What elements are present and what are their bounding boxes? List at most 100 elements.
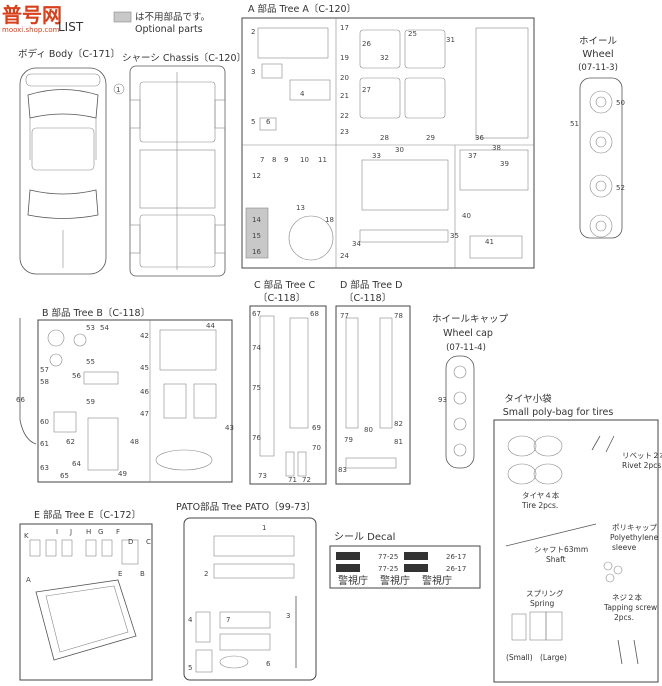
parts-list-title: LIST bbox=[58, 20, 84, 34]
tire-label-jp: タイヤ４本 bbox=[522, 490, 560, 500]
svg-text:E: E bbox=[118, 570, 122, 578]
svg-text:75: 75 bbox=[252, 384, 261, 392]
svg-text:61: 61 bbox=[40, 440, 49, 448]
tree-b-frame bbox=[37, 319, 233, 483]
tree-d-label-2: 〔C-118〕 bbox=[344, 292, 391, 304]
poly-bag-parts bbox=[505, 435, 639, 665]
svg-text:83: 83 bbox=[338, 466, 347, 474]
svg-text:6: 6 bbox=[266, 660, 271, 668]
svg-text:6: 6 bbox=[266, 118, 271, 126]
svg-text:24: 24 bbox=[340, 252, 349, 260]
legend-en: Optional parts bbox=[135, 24, 203, 35]
svg-text:37: 37 bbox=[468, 152, 477, 160]
svg-text:79: 79 bbox=[344, 436, 353, 444]
svg-text:29: 29 bbox=[426, 134, 435, 142]
svg-text:59: 59 bbox=[86, 398, 95, 406]
svg-text:B: B bbox=[140, 570, 145, 578]
svg-text:3: 3 bbox=[251, 68, 255, 76]
svg-text:17: 17 bbox=[340, 24, 349, 32]
svg-text:43: 43 bbox=[225, 424, 234, 432]
wheel-part-50: 50 bbox=[616, 99, 625, 107]
tree-pato-label: PATO部品 Tree PATO〔99-73〕 bbox=[176, 501, 316, 513]
svg-text:41: 41 bbox=[485, 238, 494, 246]
svg-text:K: K bbox=[24, 532, 29, 540]
svg-text:35: 35 bbox=[450, 232, 459, 240]
decal-kanji-1: 警視庁 bbox=[338, 574, 368, 587]
tree-a-label: A 部品 Tree A〔C-120〕 bbox=[248, 3, 356, 15]
screw-label-en-2: 2pcs. bbox=[614, 613, 634, 622]
wheel-cap-label-en: Wheel cap bbox=[443, 328, 493, 339]
svg-text:48: 48 bbox=[130, 438, 139, 446]
wheel-cap-code: (07-11-4) bbox=[446, 343, 486, 353]
tree-b-label: B 部品 Tree B〔C-118〕 bbox=[42, 307, 150, 319]
tree-b-antenna-wire bbox=[19, 318, 37, 445]
tree-d-label-1: D 部品 Tree D bbox=[340, 279, 402, 291]
wheel-cap-runner bbox=[445, 355, 475, 469]
screw-label-en-1: Tapping screw bbox=[603, 603, 657, 612]
wheel-part-51: 51 bbox=[570, 120, 579, 128]
wheel-part-52: 52 bbox=[616, 184, 625, 192]
svg-text:I: I bbox=[56, 528, 58, 536]
decal-plates bbox=[336, 552, 428, 572]
tree-c-frame bbox=[249, 305, 327, 485]
tree-pato-frame bbox=[183, 517, 317, 681]
svg-text:J: J bbox=[69, 528, 72, 536]
tree-a-frame bbox=[241, 17, 535, 269]
tree-e-letters: C D F G H I J K E B A bbox=[24, 528, 151, 584]
svg-text:16: 16 bbox=[252, 248, 261, 256]
tree-c-part-numbers: 67 68 69 70 71 72 73 74 75 76 bbox=[252, 310, 321, 484]
wheel-label-en: Wheel bbox=[582, 49, 613, 60]
svg-text:42: 42 bbox=[140, 332, 149, 340]
svg-text:78: 78 bbox=[394, 312, 403, 320]
svg-text:9: 9 bbox=[284, 156, 288, 164]
rivet-label-jp: リベット２本 bbox=[622, 450, 662, 460]
chassis-callout-circle bbox=[113, 83, 125, 95]
spring-large-label: (Large) bbox=[540, 653, 567, 662]
svg-text:32: 32 bbox=[380, 54, 389, 62]
spring-label-jp: スプリング bbox=[526, 588, 564, 598]
tree-e-parts bbox=[29, 539, 139, 661]
svg-text:34: 34 bbox=[352, 240, 361, 248]
watermark-text: 普号网 bbox=[2, 3, 62, 27]
wheel-cap-label-jp: ホイールキャップ bbox=[432, 314, 509, 325]
tree-pato-part-numbers: 1 2 3 4 5 6 7 bbox=[188, 524, 290, 672]
svg-text:8: 8 bbox=[272, 156, 276, 164]
svg-text:G: G bbox=[98, 528, 103, 536]
svg-text:1: 1 bbox=[262, 524, 266, 532]
svg-text:31: 31 bbox=[446, 36, 455, 44]
svg-text:62: 62 bbox=[66, 438, 75, 446]
svg-text:69: 69 bbox=[312, 424, 321, 432]
svg-text:4: 4 bbox=[300, 90, 305, 98]
svg-text:26: 26 bbox=[362, 40, 371, 48]
svg-text:3: 3 bbox=[286, 612, 290, 620]
decal-plate-2a: 26-17 bbox=[446, 553, 466, 561]
polycap-label-en-2: sleeve bbox=[612, 543, 637, 552]
svg-text:70: 70 bbox=[312, 444, 321, 452]
tree-pato-parts bbox=[195, 535, 297, 673]
svg-text:82: 82 bbox=[394, 420, 403, 428]
decal-plate-2b: 26-17 bbox=[446, 565, 466, 573]
optional-swatch bbox=[113, 11, 132, 23]
wheel-label-jp: ホイール bbox=[579, 36, 618, 47]
svg-text:H: H bbox=[86, 528, 91, 536]
svg-text:18: 18 bbox=[325, 216, 334, 224]
svg-text:19: 19 bbox=[340, 54, 349, 62]
svg-text:4: 4 bbox=[188, 616, 193, 624]
svg-text:C: C bbox=[146, 538, 151, 546]
svg-text:7: 7 bbox=[260, 156, 264, 164]
wheel-cap-part-93: 93 bbox=[438, 396, 447, 404]
svg-text:10: 10 bbox=[300, 156, 309, 164]
svg-text:65: 65 bbox=[60, 472, 69, 480]
tree-d-frame bbox=[335, 305, 411, 485]
svg-text:44: 44 bbox=[206, 322, 215, 330]
svg-text:74: 74 bbox=[252, 344, 261, 352]
wheel-code: (07-11-3) bbox=[578, 63, 618, 73]
poly-bag-label-en: Small poly-bag for tires bbox=[503, 407, 614, 418]
svg-text:63: 63 bbox=[40, 464, 49, 472]
polycap-label-jp: ポリキャップ bbox=[612, 523, 657, 532]
svg-text:33: 33 bbox=[372, 152, 381, 160]
poly-bag-label-jp: タイヤ小袋 bbox=[504, 393, 552, 405]
svg-text:58: 58 bbox=[40, 378, 49, 386]
svg-text:67: 67 bbox=[252, 310, 261, 318]
tree-a-part-numbers: 2 3 4 5 6 7 8 9 10 11 12 13 14 15 16 17 … bbox=[251, 24, 509, 260]
